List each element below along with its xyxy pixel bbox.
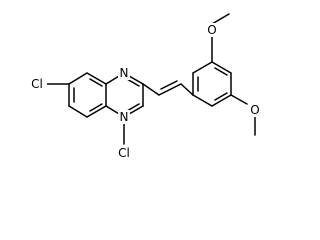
atom-label-o-right: O bbox=[249, 103, 261, 117]
atom-label-o-top: O bbox=[206, 23, 218, 37]
bond bbox=[86, 72, 107, 85]
atom-label-cl-bottom: Cl bbox=[114, 145, 134, 161]
svg-text:Cl: Cl bbox=[118, 146, 130, 160]
bond bbox=[192, 94, 213, 107]
double-bond-inner bbox=[126, 78, 140, 87]
atom-label-n1: N bbox=[118, 66, 130, 80]
double-bond-inner bbox=[89, 78, 103, 87]
double-bond-inner bbox=[126, 103, 140, 112]
phenyl-ring bbox=[192, 61, 232, 107]
atom-label-n3: N bbox=[118, 110, 130, 124]
vinyl-linker bbox=[142, 80, 194, 96]
double-bond-inner bbox=[214, 92, 228, 101]
bond bbox=[180, 83, 194, 96]
double-bond-inner bbox=[160, 80, 178, 90]
bond bbox=[211, 94, 232, 107]
bond bbox=[68, 72, 88, 85]
bond bbox=[158, 83, 182, 96]
svg-text:N: N bbox=[120, 66, 129, 80]
bond bbox=[192, 61, 213, 74]
bond bbox=[86, 105, 107, 118]
svg-text:Cl: Cl bbox=[31, 77, 43, 91]
double-bond-inner bbox=[89, 103, 103, 112]
double-bond-inner bbox=[214, 67, 228, 76]
chemical-structure: Cl Cl N N O O bbox=[27, 13, 261, 161]
atom-label-cl-left: Cl bbox=[27, 76, 47, 92]
bond bbox=[211, 61, 232, 74]
bond bbox=[142, 83, 160, 96]
svg-text:O: O bbox=[207, 23, 216, 37]
bond bbox=[68, 105, 88, 118]
bond-c5-o bbox=[230, 94, 248, 105]
svg-text:N: N bbox=[120, 110, 129, 124]
bond-o-methyl-top bbox=[211, 13, 230, 25]
benzo-ring bbox=[68, 72, 107, 118]
svg-text:O: O bbox=[250, 103, 259, 117]
